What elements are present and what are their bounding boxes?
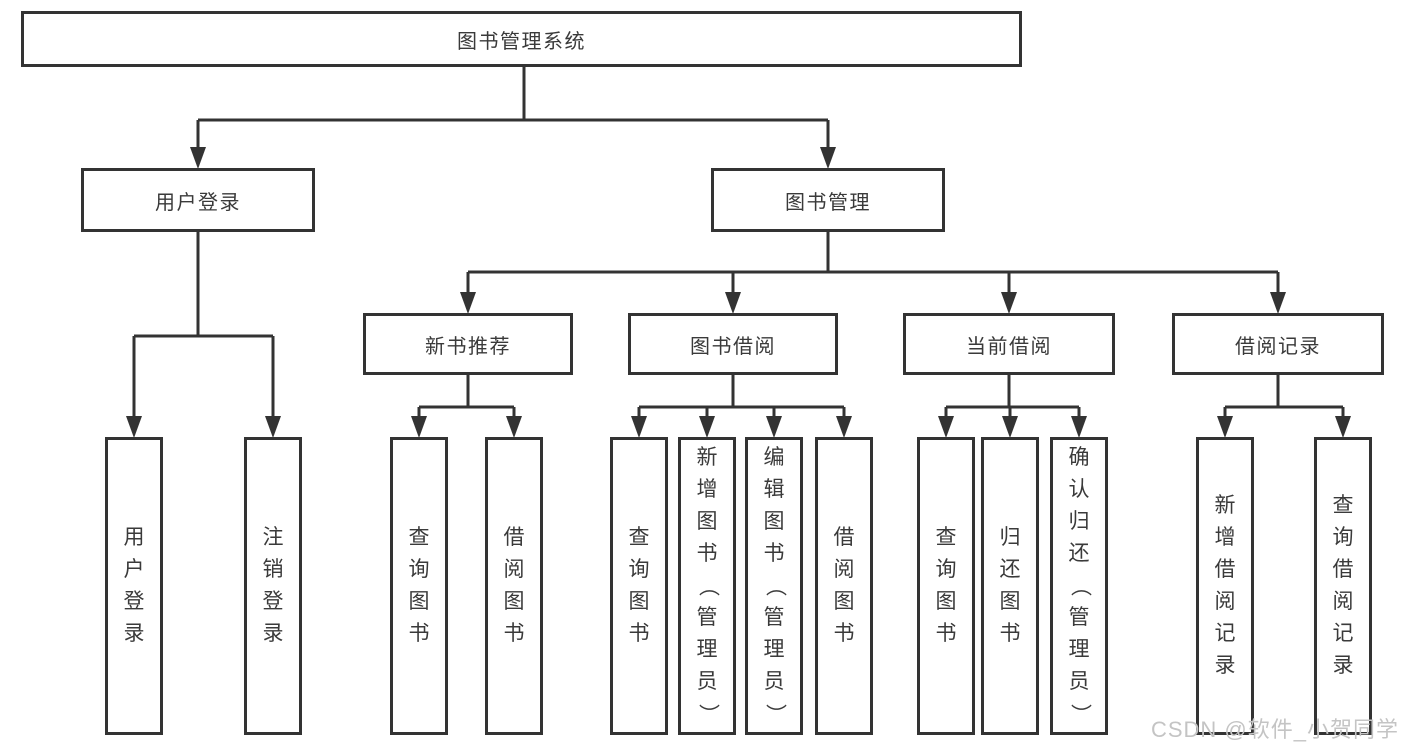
leaf-current-return-books: 归还图书 — [981, 437, 1039, 735]
leaf-newbook-borrow-books-label: 借阅图书 — [503, 526, 525, 645]
leaf-current-query-books-label: 查询图书 — [935, 526, 957, 645]
node-current-borrowing-label: 当前借阅 — [966, 335, 1052, 358]
leaf-newbook-query-books: 查询图书 — [390, 437, 448, 735]
leaf-user-login: 用户登录 — [105, 437, 163, 735]
connector-borrow-to-leaves — [631, 373, 852, 438]
connector-current-to-leaves — [938, 373, 1087, 438]
leaf-newbook-query-books-label: 查询图书 — [408, 526, 430, 645]
leaf-current-return-books-label: 归还图书 — [999, 526, 1021, 645]
leaf-records-add-record-label: 新增借阅记录 — [1214, 494, 1236, 677]
leaf-current-confirm-return-admin-label: 确认归还（管理员） — [1068, 446, 1091, 725]
node-borrowing-records-label: 借阅记录 — [1235, 335, 1321, 358]
node-book-management-label: 图书管理 — [785, 191, 871, 214]
connector-newbook-to-leaves — [411, 373, 522, 438]
node-borrowing-records: 借阅记录 — [1172, 313, 1384, 375]
leaf-borrow-add-books-admin: 新增图书（管理员） — [678, 437, 736, 735]
node-user-login: 用户登录 — [81, 168, 315, 232]
leaf-records-add-record: 新增借阅记录 — [1196, 437, 1254, 735]
watermark-csdn: CSDN @软件_小贺同学 — [1150, 717, 1399, 742]
leaf-borrow-query-books: 查询图书 — [610, 437, 668, 735]
leaf-records-query-record: 查询借阅记录 — [1314, 437, 1372, 735]
connector-login-to-leaves — [126, 230, 281, 438]
node-book-borrowing-label: 图书借阅 — [690, 335, 776, 358]
node-root-label: 图书管理系统 — [457, 30, 586, 53]
node-book-borrowing: 图书借阅 — [628, 313, 838, 375]
leaf-current-confirm-return-admin: 确认归还（管理员） — [1050, 437, 1108, 735]
leaf-borrow-add-books-admin-label: 新增图书（管理员） — [696, 446, 719, 725]
leaf-borrow-borrow-books: 借阅图书 — [815, 437, 873, 735]
node-book-management: 图书管理 — [711, 168, 945, 232]
node-root-system: 图书管理系统 — [21, 11, 1022, 67]
leaf-borrow-edit-books-admin-label: 编辑图书（管理员） — [763, 446, 786, 725]
connector-management-to-level3 — [460, 230, 1286, 314]
connector-records-to-leaves — [1217, 373, 1351, 438]
connector-root-to-level2 — [190, 65, 836, 169]
leaf-logout: 注销登录 — [244, 437, 302, 735]
leaf-user-login-label: 用户登录 — [123, 526, 145, 645]
node-new-book-recommend-label: 新书推荐 — [425, 335, 511, 358]
node-user-login-label: 用户登录 — [155, 191, 241, 214]
leaf-newbook-borrow-books: 借阅图书 — [485, 437, 543, 735]
leaf-borrow-edit-books-admin: 编辑图书（管理员） — [745, 437, 803, 735]
leaf-current-query-books: 查询图书 — [917, 437, 975, 735]
leaf-borrow-borrow-books-label: 借阅图书 — [833, 526, 855, 645]
node-new-book-recommend: 新书推荐 — [363, 313, 573, 375]
leaf-logout-label: 注销登录 — [262, 526, 284, 645]
node-current-borrowing: 当前借阅 — [903, 313, 1115, 375]
leaf-records-query-record-label: 查询借阅记录 — [1332, 494, 1354, 677]
leaf-borrow-query-books-label: 查询图书 — [628, 526, 650, 645]
